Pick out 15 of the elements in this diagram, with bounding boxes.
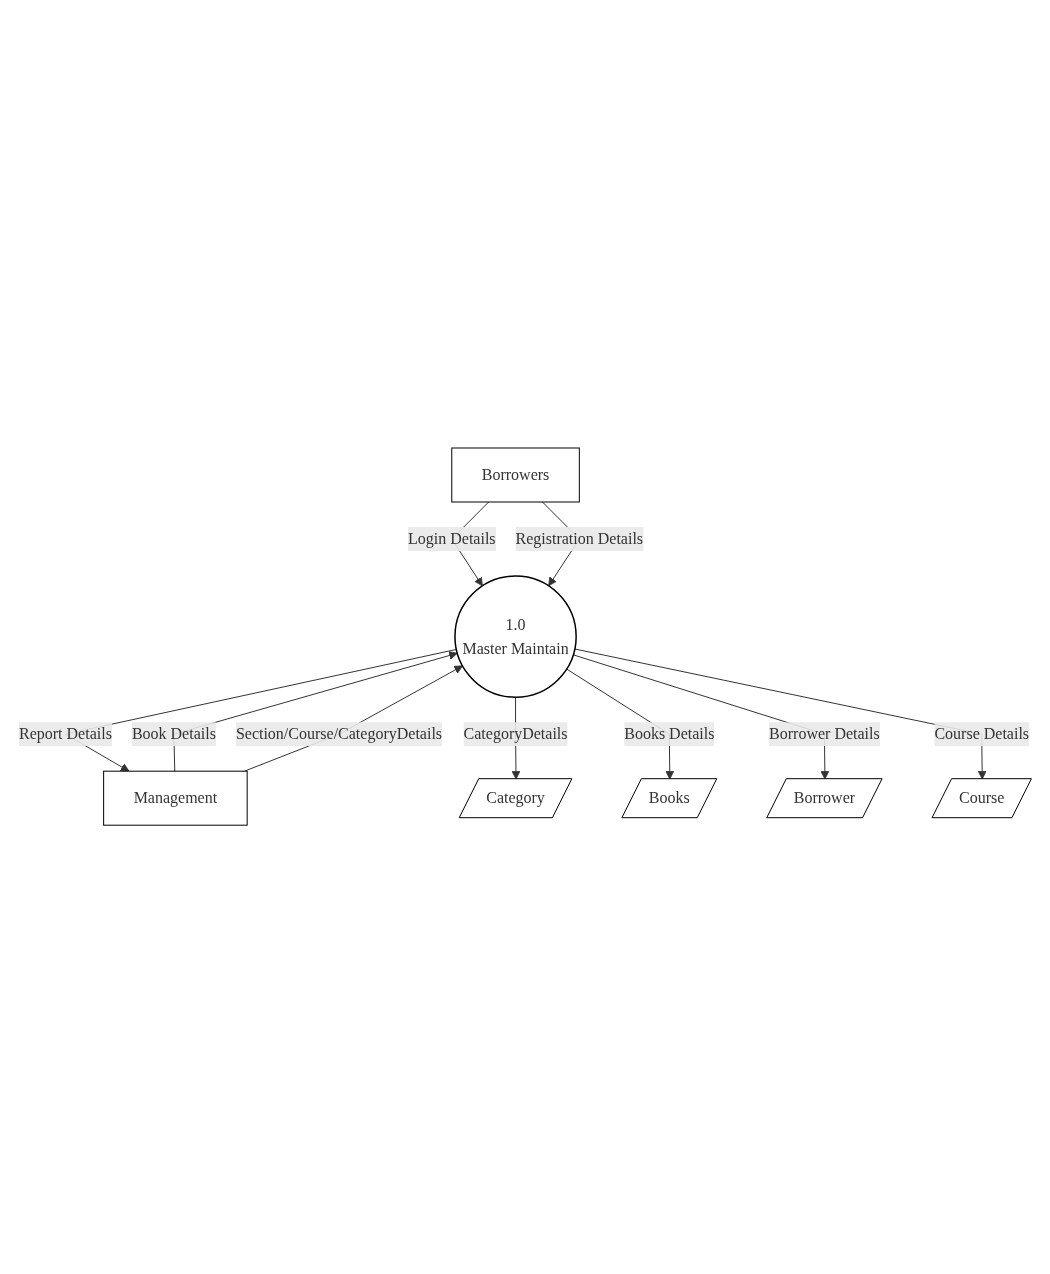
- edge-label: Report Details: [18, 725, 112, 743]
- arrow: [173, 651, 458, 773]
- node-box: Borrowers: [451, 447, 580, 503]
- edge-label: CategoryDetails: [463, 725, 568, 743]
- node-circle: 1.0 Master Maintain: [454, 575, 577, 699]
- edge-label: Registration Details: [515, 530, 643, 548]
- edge-label: Books Details: [624, 725, 715, 743]
- node-box: Management: [102, 771, 248, 827]
- arrow: [572, 654, 829, 780]
- edge-label: Course Details: [934, 725, 1029, 743]
- edge-label: Login Details: [407, 530, 496, 548]
- edge-label: Section/Course/CategoryDetails: [235, 725, 442, 743]
- arrow: [574, 648, 987, 780]
- edge-label: Book Details: [131, 725, 216, 743]
- edge-label: Borrower Details: [768, 725, 880, 743]
